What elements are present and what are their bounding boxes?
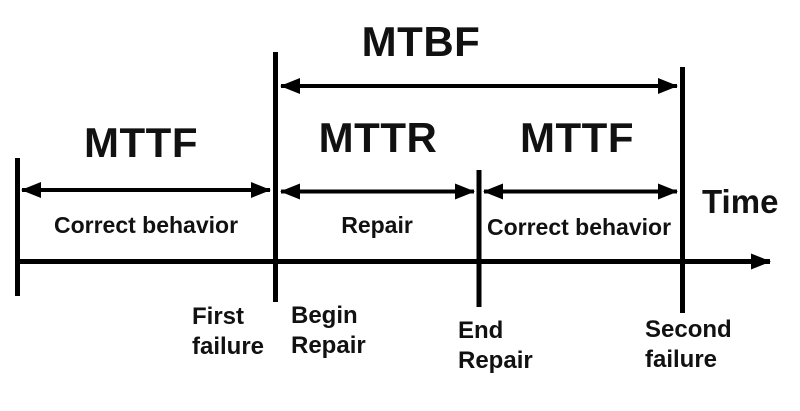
mttr-label: MTTR (318, 114, 438, 161)
event-line: Repair (458, 347, 533, 374)
correct-behavior-first-label: Correct behavior (53, 212, 239, 238)
event-first-failure: First failure (192, 302, 264, 362)
event-line: First (192, 303, 245, 330)
event-line: End (458, 317, 504, 344)
time-axis-label: Time (702, 183, 779, 220)
event-line: Second (645, 316, 732, 343)
event-line: failure (192, 333, 265, 360)
event-end-repair: End Repair (458, 316, 533, 376)
mtbf-label: MTBF (361, 18, 481, 65)
event-line: Begin (291, 302, 358, 329)
repair-label: Repair (341, 212, 413, 238)
event-begin-repair: Begin Repair (291, 301, 366, 361)
mttf-first-label: MTTF (84, 119, 198, 166)
event-line: Repair (291, 332, 366, 359)
event-second-failure: Second failure (645, 315, 732, 375)
mttf-second-label: MTTF (520, 114, 634, 161)
event-line: failure (645, 346, 718, 373)
correct-behavior-second-label: Correct behavior (486, 214, 672, 240)
